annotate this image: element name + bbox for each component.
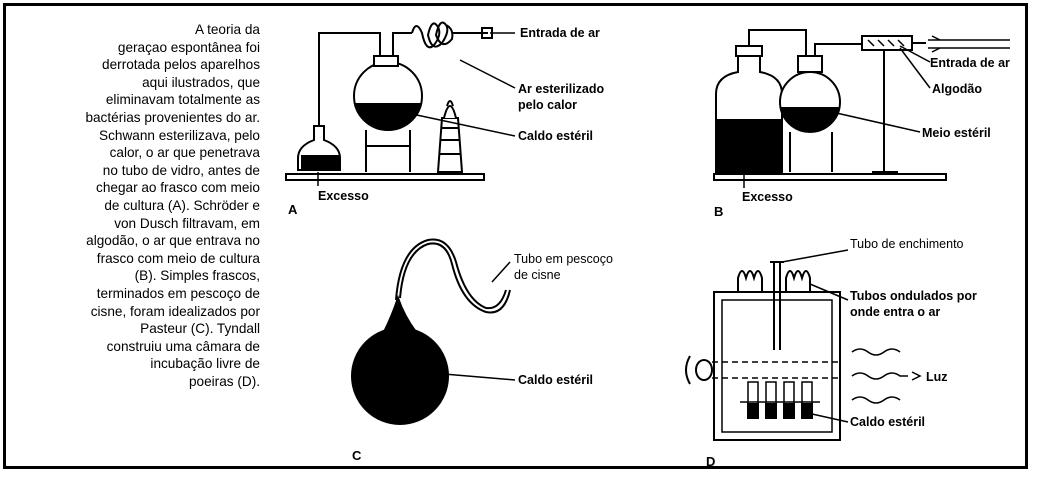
label-c-sterile-broth: Caldo estéril xyxy=(518,373,593,387)
caption-line: von Dusch filtravam, em xyxy=(114,215,260,231)
caption-line: derrotada pelos aparelhos xyxy=(102,57,260,73)
caption-line: terminados em pescoço de xyxy=(96,285,260,301)
label-a-sterile-broth: Caldo estéril xyxy=(518,129,593,143)
label-d-wavy-2: onde entra o ar xyxy=(850,305,940,319)
label-d-wavy-1: Tubos ondulados por xyxy=(850,289,977,303)
label-b-air-inlet: Entrada de ar xyxy=(930,56,1010,70)
caption-line: de cultura (A). Schröder e xyxy=(104,197,260,213)
caption-line: chegar ao frasco com meio xyxy=(96,180,260,196)
panel-b-apparatus xyxy=(713,29,1010,188)
panel-a-apparatus xyxy=(285,21,516,186)
label-c-neck-1: Tubo em pescoço xyxy=(514,252,613,266)
figure-caption: A teoria da geraçao espontânea foi derrota… xyxy=(10,21,260,390)
label-a-sterilized-air-2: pelo calor xyxy=(518,98,577,112)
label-b-cotton: Algodão xyxy=(932,82,982,96)
panel-d-letter: D xyxy=(706,454,715,469)
panel-b-letter: B xyxy=(714,204,723,219)
label-a-excess: Excesso xyxy=(318,189,369,203)
panel-d-apparatus xyxy=(685,249,922,441)
caption-line: frasco com meio de cultura xyxy=(96,250,260,266)
caption-line: (B). Simples frascos, xyxy=(134,268,260,284)
label-a-sterilized-air-1: Ar esterilizado xyxy=(518,82,605,96)
caption-line: eliminavam totalmente as xyxy=(105,92,260,108)
caption-line: construiu uma câmara de xyxy=(106,338,260,354)
panel-c-apparatus xyxy=(351,238,516,425)
label-d-fill-tube: Tubo de enchimento xyxy=(850,237,964,251)
figure-frame xyxy=(3,3,1028,469)
panel-c-letter: C xyxy=(352,448,362,463)
caption-line: no tubo de vidro, antes de xyxy=(102,162,260,178)
caption-line: cisne, foram idealizados por xyxy=(90,303,260,319)
caption-line: poeiras (D). xyxy=(188,373,260,389)
caption-line: Schwann esterilizava, pelo xyxy=(99,127,260,143)
caption-line: calor, o ar que penetrava xyxy=(109,145,260,161)
label-d-light: Luz xyxy=(926,370,948,384)
caption-line: A teoria da xyxy=(195,22,260,37)
caption-line: algodão, o ar que entrava no xyxy=(86,233,260,249)
label-b-sterile-medium: Meio estéril xyxy=(922,126,991,140)
label-d-sterile-broth: Caldo estéril xyxy=(850,415,925,429)
caption-line: geraçao espontânea foi xyxy=(117,39,260,55)
label-c-neck-2: de cisne xyxy=(514,268,561,282)
panel-a-letter: A xyxy=(288,202,298,217)
label-b-excess: Excesso xyxy=(742,190,793,204)
label-a-air-inlet: Entrada de ar xyxy=(520,26,600,40)
caption-line: Pasteur (C). Tyndall xyxy=(140,321,260,337)
caption-line: incubação livre de xyxy=(150,356,260,372)
caption-line: aqui ilustrados, que xyxy=(142,74,260,90)
caption-line: bactérias provenientes do ar. xyxy=(85,109,260,125)
